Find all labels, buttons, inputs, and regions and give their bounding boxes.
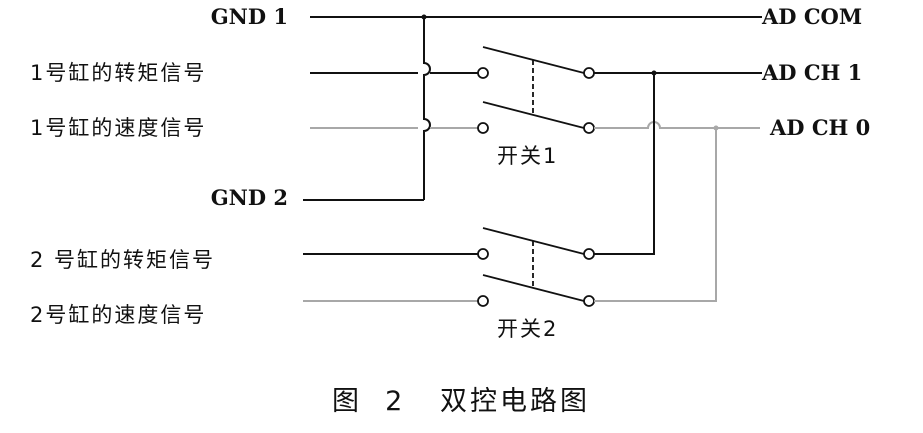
label-cyl2-torque: 2 号缸的转矩信号 bbox=[30, 248, 215, 272]
switch2-contact-out-top bbox=[583, 248, 595, 260]
wire-sw2-to-adch1 bbox=[594, 73, 655, 255]
label-ad-ch1: AD CH 1 bbox=[761, 60, 862, 85]
switch-1 bbox=[477, 46, 595, 134]
switch-2 bbox=[477, 227, 595, 307]
label-switch2: 开关2 bbox=[497, 317, 558, 341]
switch1-contact-out-top bbox=[583, 67, 595, 79]
wire-ground-bus bbox=[423, 17, 431, 200]
switch2-contact-out-bottom bbox=[583, 295, 595, 307]
label-switch1: 开关1 bbox=[497, 144, 558, 168]
label-cyl1-torque: 1号缸的转矩信号 bbox=[30, 61, 206, 85]
label-ad-com: AD COM bbox=[761, 4, 862, 29]
label-cyl2-speed: 2号缸的速度信号 bbox=[30, 303, 206, 327]
switch1-contact-in-bottom bbox=[477, 122, 489, 134]
label-gnd1: GND 1 bbox=[211, 4, 288, 29]
switch2-contact-in-bottom bbox=[477, 295, 489, 307]
label-gnd2: GND 2 bbox=[211, 185, 288, 210]
wire-sw1-to-adch0 bbox=[594, 121, 760, 129]
label-ad-ch0: AD CH 0 bbox=[769, 115, 870, 140]
switch2-blade-bottom bbox=[482, 274, 585, 302]
switch1-contact-out-bottom bbox=[583, 122, 595, 134]
switch2-contact-in-top bbox=[477, 248, 489, 260]
wire-sw2-to-adch0 bbox=[594, 128, 717, 302]
switch1-contact-in-top bbox=[477, 67, 489, 79]
figure-caption: 图 2 双控电路图 bbox=[332, 386, 590, 417]
label-cyl1-speed: 1号缸的速度信号 bbox=[30, 116, 206, 140]
switch1-blade-bottom bbox=[482, 101, 585, 129]
